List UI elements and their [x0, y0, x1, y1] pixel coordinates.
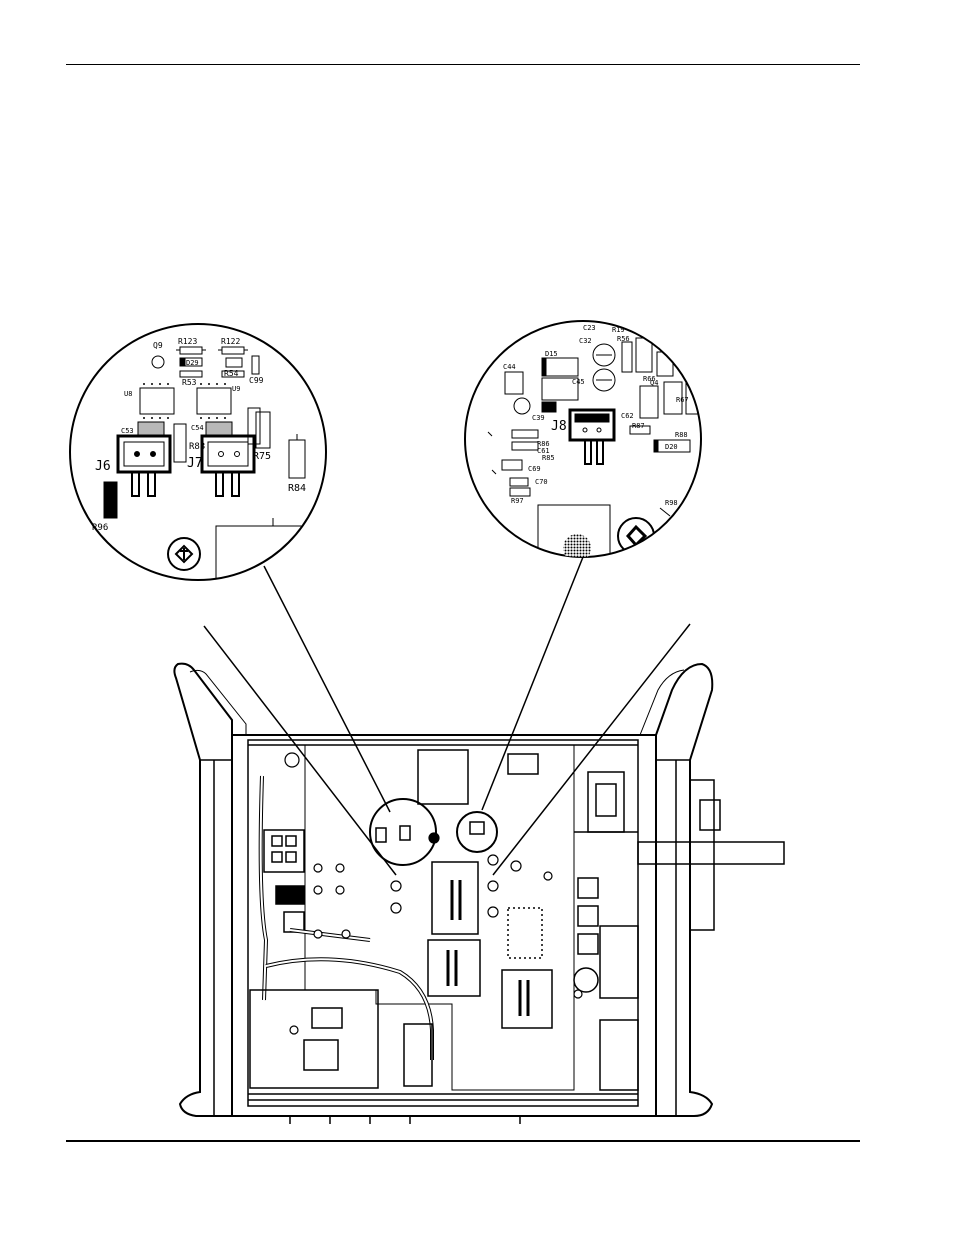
label-r56: R56: [617, 335, 630, 343]
label-r53: R53: [182, 378, 197, 387]
label-q4: Q4: [650, 379, 658, 387]
label-c61: C61: [537, 447, 550, 455]
label-d20: D20: [665, 443, 678, 451]
label-r87: R87: [632, 422, 645, 430]
label-c23: C23: [583, 324, 596, 332]
label-c62: C62: [621, 412, 634, 420]
label-c39: C39: [532, 414, 545, 422]
label-c70: C70: [535, 478, 548, 486]
label-r83: R83: [189, 442, 205, 452]
board-screws: [284, 752, 583, 1035]
label-d15: D15: [545, 350, 558, 358]
label-c32: C32: [579, 337, 592, 345]
label-r122: R122: [221, 337, 240, 346]
label-j6: J6: [95, 459, 111, 474]
label-r98: R98: [665, 499, 678, 507]
label-r19: R19: [612, 326, 625, 334]
right-callout: C23 R19 C32 R56 D15 C44 C45 R66 Q4 R67 C…: [464, 320, 702, 558]
label-r85: R85: [542, 454, 555, 462]
label-r84: R84: [288, 483, 306, 494]
enclosure: [173, 662, 785, 1124]
label-r86: R86: [537, 440, 550, 448]
label-c45: C45: [572, 378, 585, 386]
label-u9: U9: [232, 385, 240, 393]
label-r66: R66: [643, 375, 656, 383]
label-q9: Q9: [153, 341, 163, 350]
label-r97: R97: [511, 497, 524, 505]
label-r75: R75: [253, 451, 271, 462]
label-r123: R123: [178, 337, 197, 346]
top-rule: [66, 64, 860, 65]
left-callout: Q9 R123 R122 D29 R53 R54 C99 U8 U9 C53 C…: [69, 323, 327, 581]
bottom-rule: [66, 1140, 860, 1142]
label-j8: J8: [551, 419, 567, 434]
label-j7: J7: [187, 456, 203, 471]
label-c54: C54: [191, 424, 204, 432]
label-r67: R67: [676, 396, 689, 404]
leader-lines: [203, 556, 691, 876]
label-c53: C53: [121, 427, 134, 435]
label-r88: R88: [675, 431, 688, 439]
label-u8: U8: [124, 390, 132, 398]
label-c99: C99: [249, 376, 264, 385]
label-r54: R54: [224, 369, 239, 378]
label-d29: D29: [186, 359, 199, 367]
label-c44: C44: [503, 363, 516, 371]
label-r96: R96: [92, 523, 108, 533]
label-c69: C69: [528, 465, 541, 473]
